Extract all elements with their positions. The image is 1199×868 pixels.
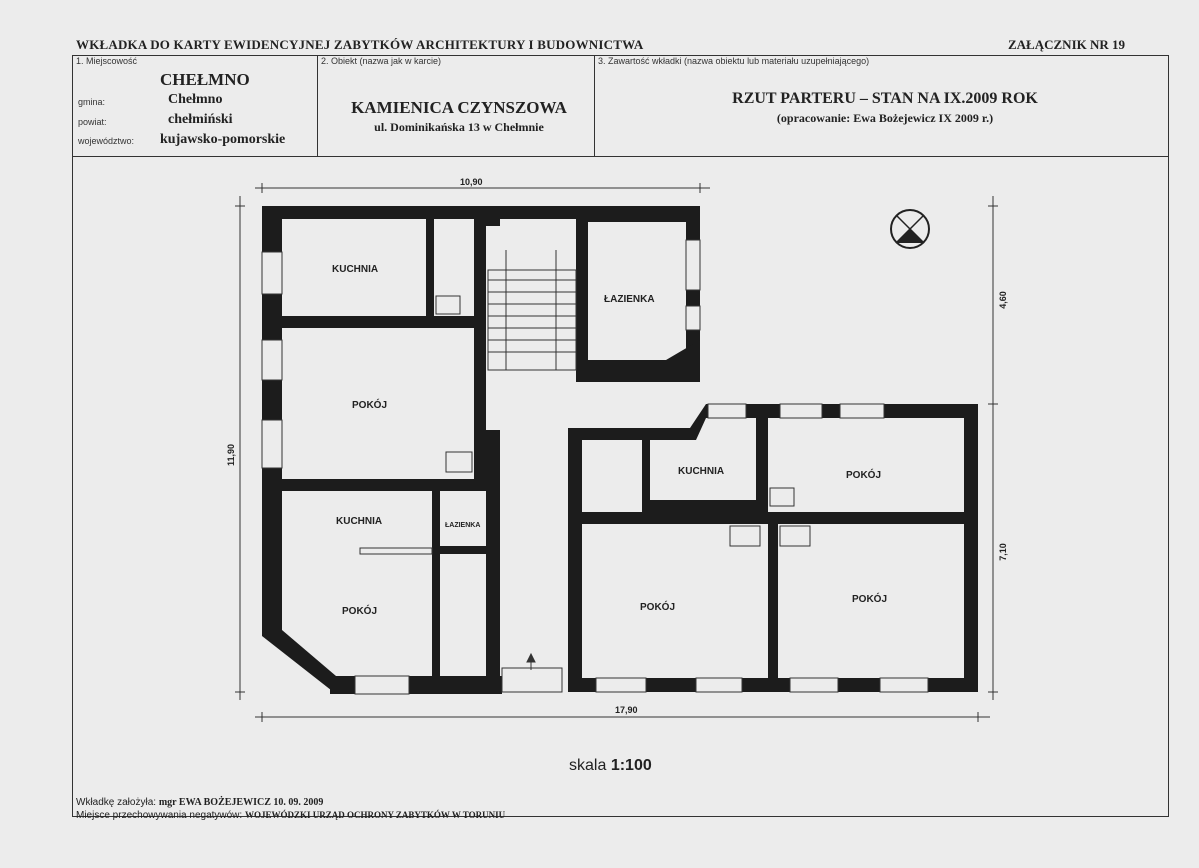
storage-line: Miejsce przechowywania negatywów: WOJEWÓ… — [76, 810, 505, 821]
field-divider-1 — [317, 55, 318, 156]
document-title: WKŁADKA DO KARTY EWIDENCYJNEJ ZABYTKÓW A… — [76, 37, 644, 52]
dim-top: 10,90 — [460, 177, 483, 187]
powiat-value: chełmiński — [168, 112, 233, 127]
form-frame — [72, 55, 1169, 817]
room-label-bathroom-ne: ŁAZIENKA — [604, 294, 655, 305]
gmina-value: Chełmno — [168, 92, 223, 107]
field2-label: 2. Obiekt (nazwa jak w karcie) — [321, 56, 442, 66]
content-author: (opracowanie: Ewa Bożejewicz IX 2009 r.) — [776, 111, 994, 125]
object-address: ul. Dominikańska 13 w Chełmnie — [374, 120, 544, 134]
scale-text: skala — [569, 757, 607, 774]
walls — [262, 206, 978, 694]
fixtures — [359, 295, 811, 555]
field1-label: 1. Miejscowość — [76, 56, 138, 66]
room-label-room-sw: POKÓJ — [342, 604, 377, 617]
storage-label: Miejsce przechowywania negatywów: — [76, 810, 243, 821]
dim-bottom: 17,90 — [615, 705, 638, 715]
room-label-room-se2: POKÓJ — [852, 592, 887, 605]
content-title: RZUT PARTERU – STAN NA IX.2009 ROK — [732, 90, 1038, 107]
object-name: KAMIENICA CZYNSZOWA — [351, 98, 567, 117]
windows — [261, 239, 929, 695]
town-name: CHEŁMNO — [160, 70, 250, 89]
voivodeship-label: województwo: — [78, 136, 135, 146]
room-label-room-w: POKÓJ — [352, 398, 387, 411]
storage-value: WOJEWÓDZKI URZĄD OCHRONY ZABYTKÓW W TORU… — [244, 810, 506, 820]
dim-right-upper: 4,60 — [998, 291, 1008, 309]
staircase — [487, 250, 577, 670]
room-label-bathroom-sw: ŁAZIENKA — [445, 522, 480, 529]
dimension-lines — [235, 183, 998, 722]
field-divider-2 — [594, 55, 595, 156]
powiat-label: powiat: — [78, 117, 107, 127]
founder-label: Wkładkę założyła: — [76, 797, 157, 808]
room-label-kitchen-e: KUCHNIA — [678, 466, 724, 477]
room-label-room-ne: POKÓJ — [846, 468, 881, 481]
scale-label: skala 1:100 — [569, 757, 652, 775]
north-compass-icon — [890, 209, 930, 249]
dim-left: 11,90 — [226, 444, 236, 466]
room-label-room-se1: POKÓJ — [640, 600, 675, 613]
room-label-kitchen-nw: KUCHNIA — [332, 264, 378, 275]
founder-value: mgr EWA BOŻEJEWICZ 10. 09. 2009 — [158, 797, 324, 808]
header-divider — [72, 156, 1169, 157]
room-label-kitchen-sw: KUCHNIA — [336, 516, 382, 527]
dim-right-lower: 7,10 — [998, 543, 1008, 561]
annex-number: ZAŁĄCZNIK NR 19 — [1008, 37, 1126, 52]
gmina-label: gmina: — [78, 97, 106, 107]
field3-label: 3. Zawartość wkładki (nazwa obiektu lub … — [598, 56, 870, 66]
voivodeship-value: kujawsko-pomorskie — [160, 132, 286, 147]
founder-line: Wkładkę założyła: mgr EWA BOŻEJEWICZ 10.… — [76, 797, 323, 808]
scale-value: 1:100 — [610, 757, 652, 774]
